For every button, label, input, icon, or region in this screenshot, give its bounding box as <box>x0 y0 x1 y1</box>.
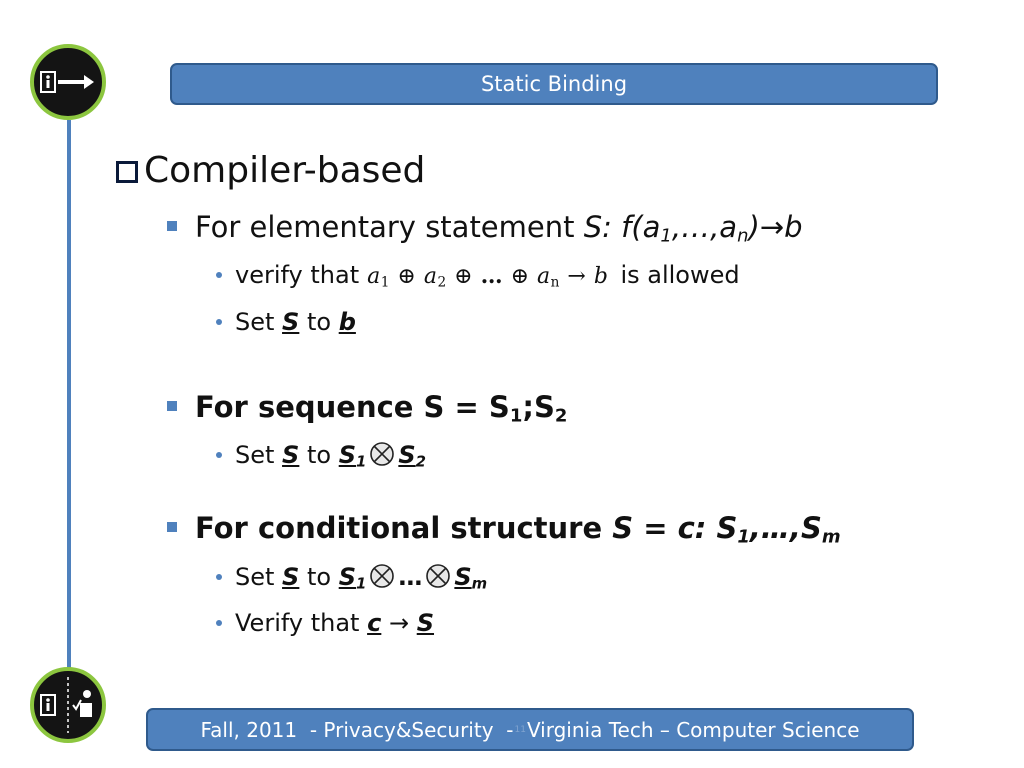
page-number: 11 <box>514 724 526 735</box>
badge-person-bottom <box>30 667 106 743</box>
arrow-glyph: → <box>759 210 785 244</box>
otimes-icon <box>426 564 451 588</box>
bullet-compiler-based: Compiler-based <box>116 150 425 191</box>
square-bullet-icon <box>167 401 177 411</box>
timeline-line <box>67 120 71 668</box>
dot-bullet-icon <box>216 620 222 626</box>
bullet-conditional: For conditional structure S = c: S1,…,Sm <box>167 511 841 546</box>
bullet-set-conditional: Set S to S1…Sm <box>216 563 487 591</box>
person-check-icon <box>40 677 92 733</box>
checkbox-bullet-icon <box>116 161 138 183</box>
square-bullet-icon <box>167 221 177 231</box>
dot-bullet-icon <box>216 574 222 580</box>
bullet-elementary-statement: For elementary statement S: f(a1,…,an)→b <box>167 210 803 245</box>
dot-bullet-icon <box>216 452 222 458</box>
footer-text-right: Virginia Tech – Computer Science <box>526 717 860 742</box>
arrow-glyph: → <box>388 609 410 637</box>
bullet-sequence: For sequence S = S1;S2 <box>167 390 567 425</box>
bullet-set-s-to-b: Set S to b <box>216 308 356 336</box>
otimes-icon <box>370 442 395 466</box>
square-bullet-icon <box>167 522 177 532</box>
dot-bullet-icon <box>216 272 222 278</box>
oplus-formula: a1 ⊕ a2 ⊕ … ⊕ an → b <box>367 263 609 291</box>
bullet-verify-c: Verify that c → S <box>216 609 434 637</box>
otimes-icon <box>370 564 395 588</box>
dot-bullet-icon <box>216 319 222 325</box>
slide-title-text: Static Binding <box>480 72 628 96</box>
door-arrow-icon <box>40 71 94 93</box>
badge-exit-top <box>30 44 106 120</box>
footer-text-left: Fall, 2011 - Privacy&Security - <box>200 717 514 742</box>
slide-title: Static Binding <box>170 63 938 105</box>
